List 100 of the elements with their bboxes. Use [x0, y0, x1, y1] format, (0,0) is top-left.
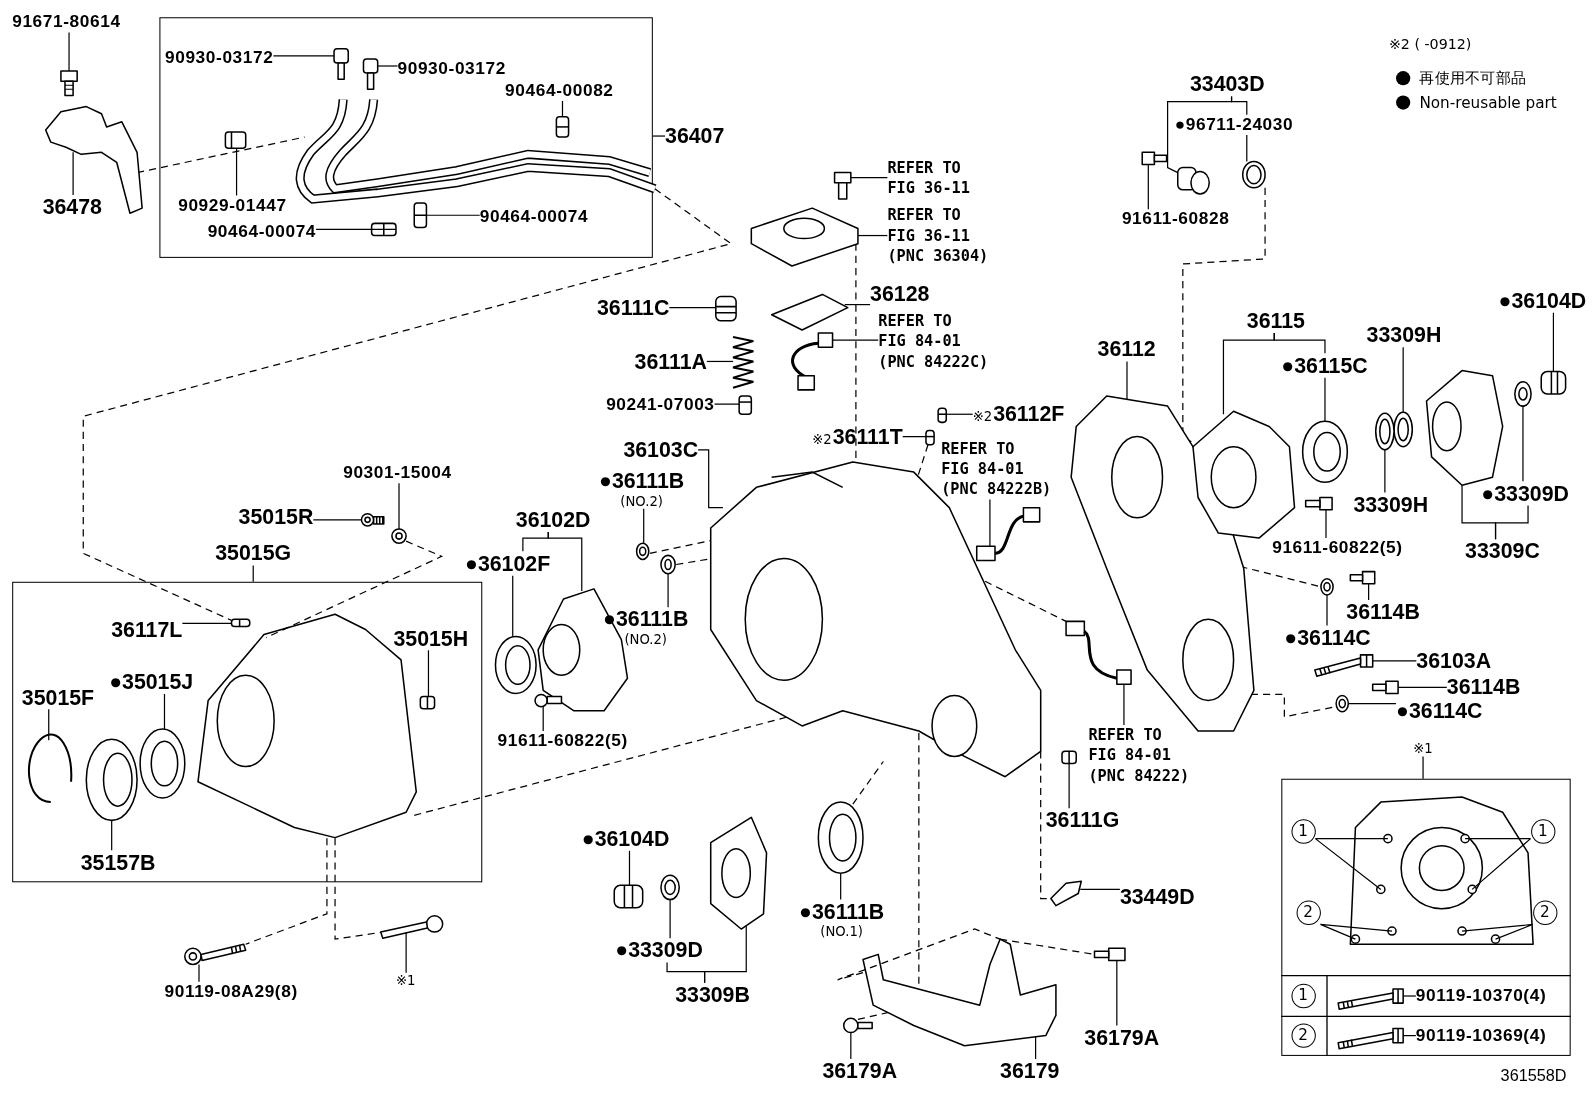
leader-line: [643, 508, 645, 544]
assembly-line: [82, 188, 733, 621]
part-number: 33403D: [1189, 72, 1265, 97]
leader-line: [198, 963, 200, 983]
part-number: 36103C: [623, 437, 699, 462]
part-number: 91611-60822(5): [1272, 538, 1403, 559]
leader-line: [181, 622, 233, 624]
part-number: 90119-08A29(8): [164, 981, 298, 1003]
leader-line: [1461, 923, 1534, 940]
part-number: 33449D: [1119, 884, 1195, 909]
leader-line: [1464, 838, 1532, 890]
leader-line: [377, 65, 399, 67]
part-number: 36179: [1000, 1058, 1060, 1084]
part-number: 36111C: [597, 295, 670, 320]
leader-line: [1347, 703, 1397, 705]
leader-line: [561, 100, 564, 118]
assembly-line: [245, 837, 328, 945]
reference-note: REFER TO FIG 84-01 (PNC 84222C): [878, 310, 989, 372]
legend-text: 再使用不可部品: [1419, 68, 1526, 90]
part-number: 90119-10370(4): [1415, 985, 1547, 1006]
part-number: ●35015J: [109, 669, 194, 694]
legend-text: Non-reusable part: [1419, 92, 1557, 114]
leader-line: [831, 339, 879, 341]
part-number: 35015R: [238, 504, 314, 529]
leader-line: [1068, 762, 1070, 809]
part-number: 90119-10369(4): [1415, 1024, 1547, 1046]
leader-line: [68, 31, 70, 72]
leader-line: [1402, 346, 1404, 413]
part-number: 33309H: [1366, 322, 1442, 348]
part-number: 36111A: [634, 349, 707, 374]
sub-number: (NO.1): [820, 923, 863, 940]
part-number: 90241-07003: [606, 394, 715, 416]
part-number: 90464-00082: [505, 80, 614, 101]
leader-line: [1552, 312, 1555, 373]
part-number: 33309B: [675, 982, 750, 1008]
leader-line: [652, 135, 666, 137]
leader-line: [1273, 332, 1326, 354]
part-number: 91611-60828: [1121, 209, 1230, 230]
leader-line: [697, 449, 724, 509]
leader-line: [315, 228, 397, 231]
assembly-line: [852, 760, 884, 805]
part-number: 36114B: [1346, 600, 1420, 625]
leader-line: [1319, 923, 1393, 940]
leader-line: [844, 303, 871, 306]
reference-note: REFER TO FIG 84-01 (PNC 84222B): [941, 438, 1052, 500]
part-number: 36111T: [832, 424, 903, 449]
part-number: ●36114C: [1284, 625, 1371, 650]
leader-line: [1079, 888, 1121, 890]
part-number: ●36111B: [799, 899, 885, 924]
leader-line: [1397, 686, 1448, 688]
leader-line: [850, 177, 888, 179]
part-number: ●96711-24030: [1174, 114, 1294, 136]
callout-circle: 2: [1532, 900, 1557, 925]
leader-line: [1372, 660, 1417, 662]
reference-note: REFER TO FIG 84-01 (PNC 84222): [1088, 724, 1190, 786]
part-number: ●36115C: [1281, 353, 1368, 378]
leader-line: [1494, 505, 1529, 540]
assembly-line: [265, 540, 444, 639]
leader-line: [666, 961, 706, 984]
part-number: ●36111B: [599, 469, 685, 494]
leader-line: [1384, 449, 1386, 494]
part-number: ●36102F: [465, 551, 551, 576]
leader-line: [1422, 755, 1424, 780]
leader-line: [668, 307, 717, 309]
reference-note: REFER TO FIG 36-11: [887, 157, 970, 198]
sub-number: (NO.2): [620, 493, 663, 509]
leader-line: [1246, 134, 1248, 163]
part-number: 90301-15004: [343, 463, 452, 484]
leader-line: [840, 872, 842, 901]
reference-note: REFER TO FIG 36-11 (PNC 36304): [887, 205, 989, 266]
part-number: 36112: [1097, 337, 1156, 362]
callout-circle: 2: [1290, 1022, 1316, 1048]
figure-number: 361558D: [1500, 1066, 1567, 1087]
leader-line: [405, 931, 407, 974]
part-number: 36102D: [515, 507, 591, 532]
part-number: 36114B: [1446, 675, 1521, 700]
part-number: 35157B: [80, 850, 156, 875]
part-number: 36111G: [1045, 808, 1120, 833]
part-number: 35015F: [21, 684, 95, 710]
leader-line: [542, 706, 544, 732]
leader-line: [1123, 683, 1125, 726]
leader-line: [252, 564, 254, 583]
leader-line: [1325, 509, 1327, 539]
leader-line: [706, 360, 734, 363]
sub-number: ※1: [1413, 741, 1433, 757]
callout-circle: 1: [1290, 818, 1316, 844]
part-number: 36112F: [993, 402, 1065, 427]
part-number: 36117L: [111, 616, 183, 642]
callout-circle: 1: [1530, 818, 1555, 844]
part-number: 36179A: [822, 1058, 898, 1084]
leader-line: [522, 531, 549, 552]
part-number: 33309H: [1353, 492, 1429, 517]
part-number: 36478: [42, 194, 102, 220]
leader-line: [163, 693, 166, 730]
part-number: 90464-00074: [207, 220, 317, 242]
part-number: 90930-03172: [165, 47, 274, 68]
part-number: 35015H: [393, 625, 469, 651]
part-number: 36128: [870, 281, 930, 306]
callout-circle: 1: [1290, 983, 1316, 1008]
leader-line: [1324, 377, 1326, 422]
